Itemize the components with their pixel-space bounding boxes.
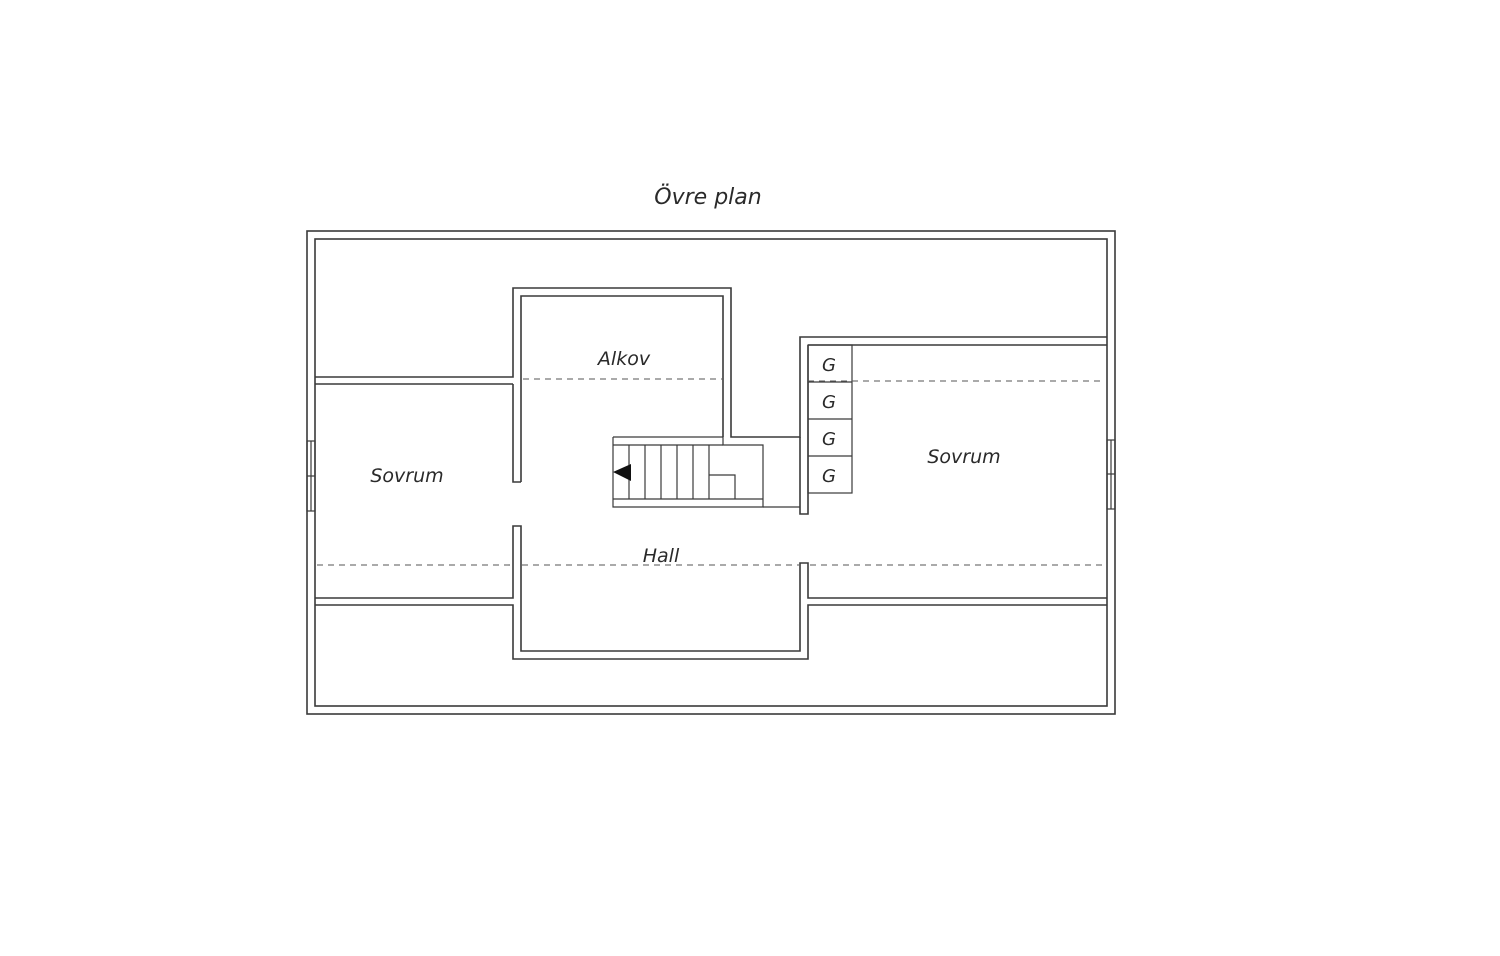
room-label-sovrum-right: Sovrum: [927, 446, 1000, 468]
staircase: [612, 436, 800, 508]
closet-label: G: [822, 466, 836, 487]
sovrum-left-walls: [315, 383, 1107, 652]
knee-wall-top-left: [315, 287, 1107, 438]
room-label-hall: Hall: [643, 545, 680, 567]
floor-title: Övre plan: [654, 184, 761, 210]
window-left: [306, 440, 316, 512]
stair-direction-arrow-icon: [613, 464, 631, 481]
window-right: [1106, 439, 1116, 510]
ceiling-height-lines: [317, 378, 1105, 566]
room-label-sovrum-left: Sovrum: [370, 465, 443, 487]
closet-label: G: [822, 392, 836, 413]
sovrum-right-walls: [799, 344, 1107, 515]
closet-label: G: [822, 429, 836, 450]
closet-label: G: [822, 355, 836, 376]
alkov-walls: [512, 295, 724, 483]
closet-column: [807, 344, 853, 494]
room-label-alkov: Alkov: [596, 348, 651, 370]
knee-wall-bottom: [315, 604, 1107, 660]
